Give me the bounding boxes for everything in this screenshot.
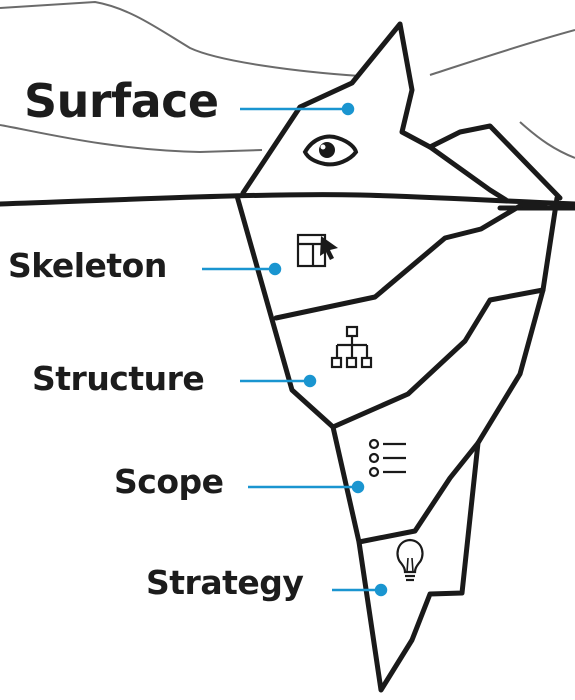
sitemap-icon	[330, 325, 373, 369]
lightbulb-icon	[396, 538, 424, 582]
connector-dot-structure	[303, 374, 317, 388]
connector-dot-scope	[351, 480, 365, 494]
divider-skeleton-structure	[273, 200, 548, 321]
iceberg-outline	[0, 21, 575, 693]
background-mountains	[0, 0, 575, 159]
connector-dot-surface	[341, 102, 355, 116]
connector-dot-skeleton	[268, 262, 282, 276]
divider-structure-scope	[330, 287, 546, 430]
layout-icon	[296, 233, 338, 268]
eye-icon	[302, 134, 359, 167]
list-icon	[368, 438, 406, 478]
connector-dot-strategy	[374, 583, 388, 597]
divider-scope-strategy	[356, 440, 481, 545]
label-skeleton: Skeleton	[8, 246, 167, 285]
label-surface: Surface	[24, 74, 219, 128]
connectors	[202, 102, 388, 597]
label-scope: Scope	[114, 462, 224, 501]
label-strategy: Strategy	[146, 563, 304, 602]
label-structure: Structure	[32, 359, 205, 398]
